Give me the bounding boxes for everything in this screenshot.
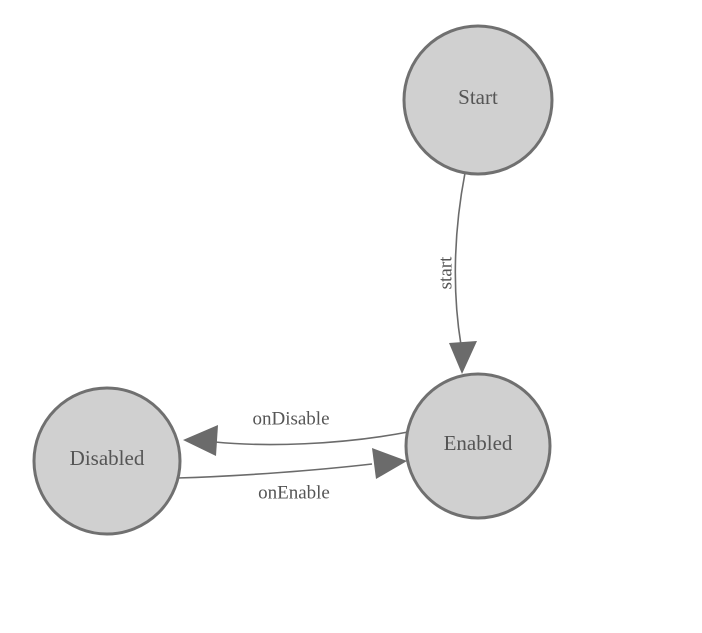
state-node-enabled[interactable]: Enabled: [404, 372, 552, 520]
edge-enabled-to-disabled[interactable]: onDisable: [183, 408, 409, 456]
edge-enabled-to-disabled-arrowhead: [183, 425, 218, 456]
state-node-enabled-label: Enabled: [444, 431, 513, 455]
edge-disabled-to-enabled-path: [176, 463, 373, 479]
edge-disabled-to-enabled-label: onEnable: [258, 482, 330, 503]
state-node-enabled-circle: [404, 372, 552, 520]
state-node-disabled-label: Disabled: [70, 446, 145, 470]
edge-enabled-to-disabled-label: onDisable: [252, 408, 329, 429]
state-node-start-circle: [402, 24, 554, 176]
edge-start-to-enabled[interactable]: start: [435, 172, 477, 374]
edge-start-to-enabled-path: [454, 172, 466, 346]
edge-enabled-to-disabled-path: [214, 431, 409, 446]
state-node-disabled-circle: [32, 386, 182, 536]
state-node-start-label: Start: [458, 85, 498, 109]
edge-start-to-enabled-arrowhead: [449, 341, 477, 374]
state-node-start[interactable]: Start: [402, 24, 554, 176]
edge-disabled-to-enabled[interactable]: onEnable: [176, 448, 407, 503]
state-node-disabled[interactable]: Disabled: [32, 386, 182, 536]
edge-start-to-enabled-label: start: [435, 256, 456, 289]
edge-disabled-to-enabled-arrowhead: [372, 448, 407, 479]
